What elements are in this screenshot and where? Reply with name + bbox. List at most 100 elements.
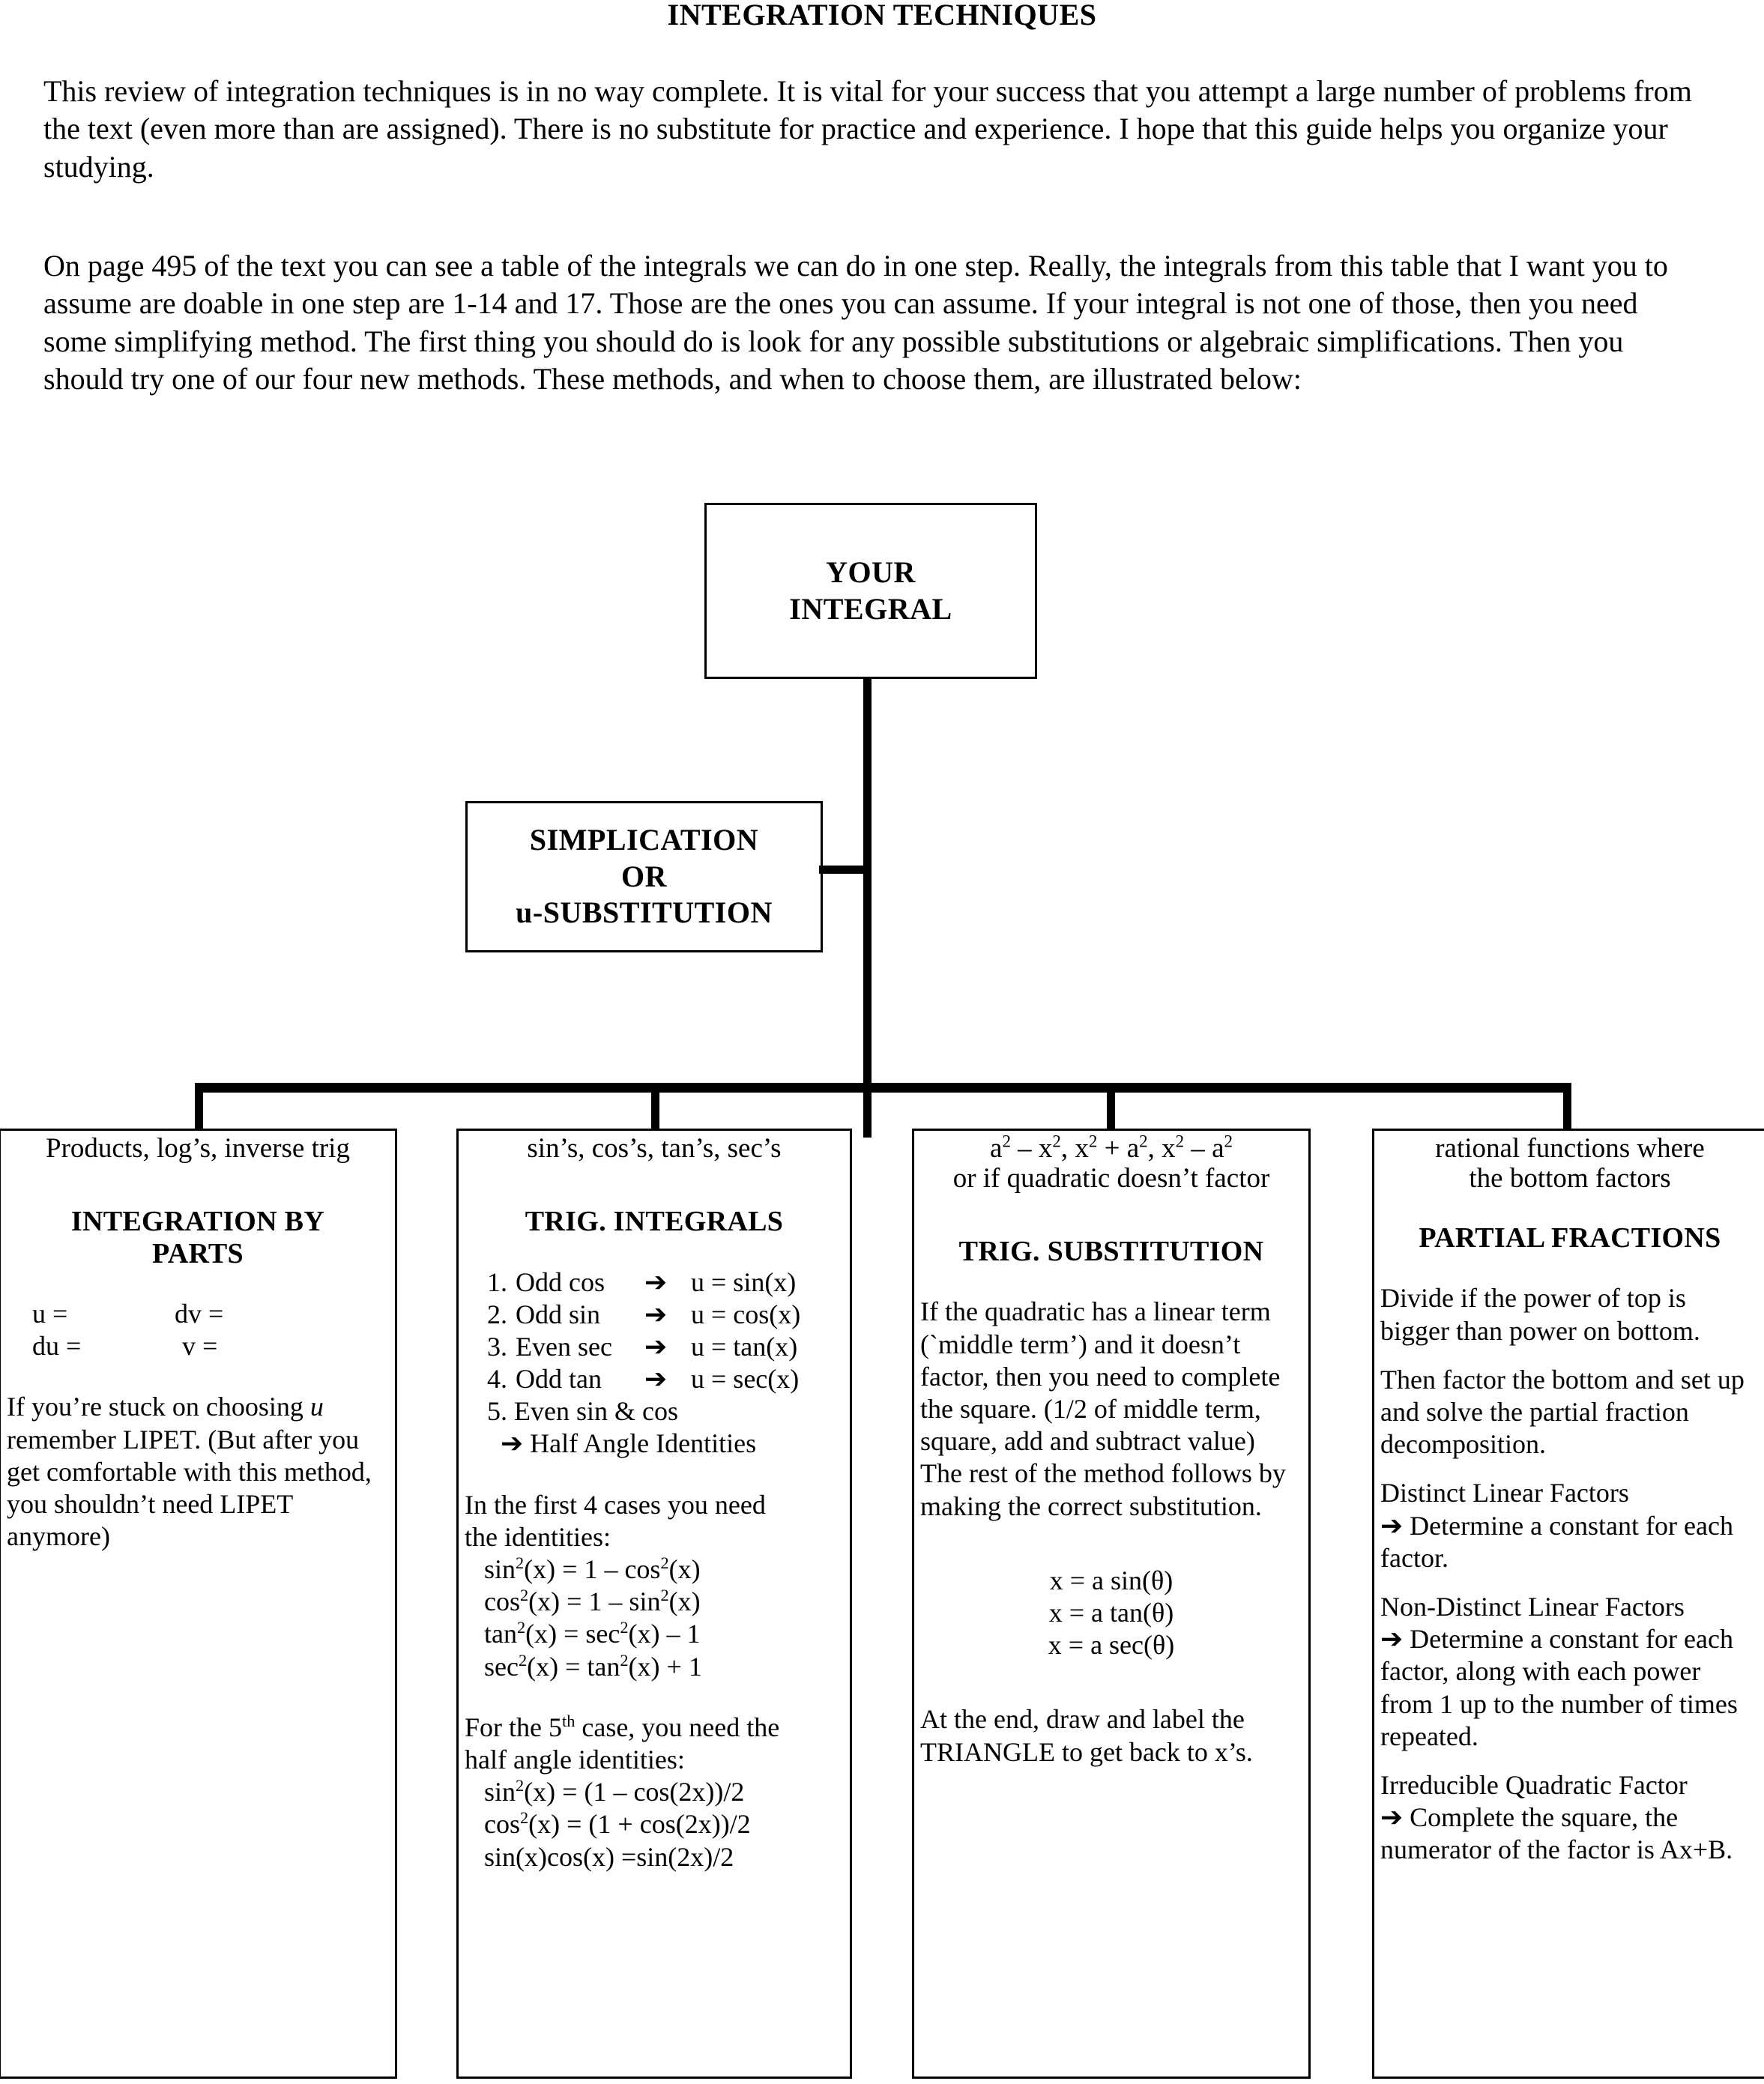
method-4-title: PARTIAL FRACTIONS [1419,1221,1721,1254]
method-column-trig-substitution: a2 – x2, x2 + a2, x2 – a2 or if quadrati… [912,1129,1311,2079]
lipet-note-lead: If you’re stuck on choosing [7,1392,303,1422]
trig-rule-4-number: 4. [487,1364,507,1395]
method-column-integration-by-parts: Products, log’s, inverse trig INTEGRATIO… [0,1129,397,2079]
method-2-rule-list: 1. Odd cos ➔ u = sin(x) 2. Odd sin ➔ u =… [459,1266,850,1461]
trig-rule-3: 3. Even sec ➔ u = tan(x) [465,1331,844,1363]
cond-term-2: – x [1010,1133,1053,1164]
trig-rule-1-case: Odd cos [516,1266,605,1297]
half-angle-intro-line-2: half angle identities: [465,1744,685,1775]
connector-drop-col-4 [1563,1083,1571,1130]
method-4-case-2-heading: Non-Distinct Linear Factors [1380,1591,1685,1622]
half-angle-identity-2-lhs: cos [484,1809,520,1840]
trig-rule-3-case: Even sec [516,1331,612,1362]
simplification-label: SIMPLICATION OR u-SUBSTITUTION [516,822,773,931]
identity-2-lhs-exponent: 2 [520,1586,529,1605]
trig-rule-2-substitution: u = cos(x) [691,1299,801,1329]
half-angle-identity-3-lhs: sin(x)cos(x) =sin(2x)/2 [484,1841,734,1872]
identity-2-rhs-exponent: 2 [660,1586,669,1605]
arrow-right-icon: ➔ [644,1299,668,1329]
page-title: INTEGRATION TECHNIQUES [667,0,1097,31]
identity-2: cos2(x) = 1 – sin2(x) [465,1586,844,1618]
trig-rule-5-line-2: ➔ Half Angle Identities [501,1428,757,1459]
formula-u: u = [32,1299,68,1329]
method-4-case-1-body: ➔ Determine a constant for each factor. [1380,1510,1733,1573]
cond-term-4-exponent: 2 [1139,1132,1148,1151]
trig-rule-3-substitution: u = tan(x) [691,1331,798,1362]
identity-1-mid: (x) = 1 – cos [524,1554,661,1584]
half-angle-intro-lead: For the 5 [465,1712,562,1742]
method-2-half-angle-block: For the 5th case, you need the half angl… [459,1712,850,1873]
method-3-condition-line-1: a2 – x2, x2 + a2, x2 – a2 [914,1131,1308,1164]
half-angle-identity-1-tail: (x) = (1 – cos(2x))/2 [524,1777,745,1807]
trig-rule-3-number: 3. [487,1331,507,1362]
half-angle-identity-1-exponent: 2 [516,1776,525,1795]
formula-dv: dv = [175,1299,224,1329]
method-1-title-line-2: PARTS [152,1237,244,1269]
identity-1-lhs: sin [484,1554,516,1584]
identity-2-lhs: cos [484,1586,520,1617]
arrow-right-icon: ➔ [644,1266,668,1297]
arrow-right-icon: ➔ [644,1331,668,1362]
trig-rule-4: 4. Odd tan ➔ u = sec(x) [465,1363,844,1395]
flowchart-box-your-integral: YOUR INTEGRAL [704,503,1037,679]
cond-term-3-exponent: 2 [1088,1132,1098,1151]
method-4-case-2-body: ➔ Determine a constant for each factor, … [1380,1624,1738,1751]
identity-3: tan2(x) = sec2(x) – 1 [465,1618,844,1650]
method-1-formula-block: u = dv = du = v = [1,1298,395,1362]
method-column-partial-fractions: rational functions where the bottom fact… [1372,1129,1764,2079]
simplification-line-3: u-SUBSTITUTION [516,895,773,930]
method-4-case-3-heading: Irreducible Quadratic Factor [1380,1769,1688,1800]
formula-du: du = [32,1331,82,1362]
connector-root-vertical [863,679,872,1138]
cond-term-1: a [990,1133,1003,1164]
method-4-case-1-heading: Distinct Linear Factors [1380,1478,1629,1508]
identity-1-rhs-exponent: 2 [660,1553,669,1572]
method-3-substitution-3: x = a sec(θ) [1048,1630,1175,1661]
cond-term-6: – a [1184,1133,1224,1164]
identity-4-lhs-exponent: 2 [518,1650,528,1670]
trig-rule-4-substitution: u = sec(x) [691,1364,800,1395]
trig-rule-2-case: Odd sin [516,1299,601,1329]
method-3-substitution-2: x = a tan(θ) [1048,1597,1174,1628]
formula-v: v = [182,1331,218,1362]
identity-3-tail: (x) – 1 [628,1619,701,1649]
half-angle-identity-1-lhs: sin [484,1777,516,1807]
lipet-note-rest: remember LIPET. (But after you get comfo… [7,1424,372,1552]
half-angle-identity-3: sin(x)cos(x) =sin(2x)/2 [465,1841,844,1873]
method-1-title-line-1: INTEGRATION BY [70,1205,325,1237]
identity-4-mid: (x) = tan [527,1651,620,1682]
your-integral-line-2: INTEGRAL [789,591,952,626]
identity-2-tail: (x) [668,1586,701,1617]
identity-3-lhs-exponent: 2 [516,1618,526,1637]
half-angle-identity-2-tail: (x) = (1 + cos(2x))/2 [528,1809,751,1840]
half-angle-intro-line-1: For the 5th case, you need the [465,1712,844,1744]
identity-4-lhs: sec [484,1651,519,1682]
trig-rule-5-line-1: 5. Even sin & cos [487,1396,678,1427]
trig-rule-2-number: 2. [487,1299,507,1329]
half-angle-identity-2-exponent: 2 [520,1808,529,1828]
method-1-condition: Products, log’s, inverse trig [46,1133,350,1164]
method-3-condition-line-2: or if quadratic doesn’t factor [952,1162,1270,1194]
trig-rule-1: 1. Odd cos ➔ u = sin(x) [465,1266,844,1299]
method-4-case-3-body: ➔ Complete the square, the numerator of … [1380,1802,1733,1865]
simplification-line-1: SIMPLICATION [529,822,759,857]
connector-fanout-bar [199,1083,1571,1093]
method-4-condition-line-2: the bottom factors [1469,1162,1671,1194]
trig-rule-2: 2. Odd sin ➔ u = cos(x) [465,1299,844,1331]
method-2-identities-block: In the first 4 cases you need the identi… [459,1489,850,1683]
identity-3-rhs-exponent: 2 [620,1618,629,1637]
arrow-right-icon: ➔ [644,1364,668,1395]
intro-paragraph-1: This review of integration techniques is… [43,74,1692,184]
lipet-note-variable: u [309,1392,324,1422]
half-angle-identity-2: cos2(x) = (1 + cos(2x))/2 [465,1808,844,1840]
method-column-trig-integrals: sin’s, cos’s, tan’s, sec’s TRIG. INTEGRA… [456,1129,852,2079]
trig-rule-4-case: Odd tan [516,1364,602,1395]
method-4-body-1: Divide if the power of top is bigger tha… [1380,1283,1700,1346]
your-integral-label: YOUR INTEGRAL [789,555,952,628]
flowchart-box-simplification: SIMPLICATION OR u-SUBSTITUTION [465,801,823,952]
simplification-line-2: OR [621,859,667,893]
method-2-title: TRIG. INTEGRALS [525,1205,784,1237]
method-4-body-2: Then factor the bottom and set up and so… [1380,1364,1745,1460]
cond-term-3: , x [1060,1133,1089,1164]
